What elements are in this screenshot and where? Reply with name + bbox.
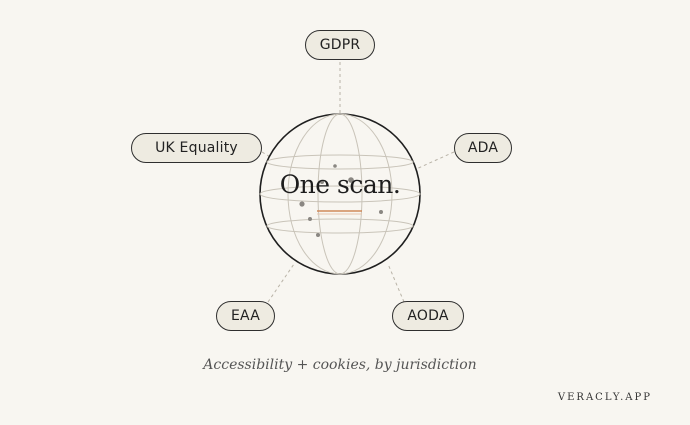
node-uk-equality: UK Equality (131, 133, 262, 163)
globe-dot (316, 233, 320, 237)
node-eaa: EAA (216, 301, 275, 331)
connector-ada (413, 151, 455, 171)
diagram-caption: Accessibility + cookies, by jurisdiction (203, 357, 477, 373)
node-gdpr: GDPR (305, 30, 375, 60)
globe-dot (333, 164, 337, 168)
globe-dot (320, 180, 324, 184)
node-aoda: AODA (392, 301, 464, 331)
connector-eaa (267, 263, 295, 303)
connector-aoda (387, 263, 405, 303)
connector-uk-equality (261, 151, 273, 159)
node-ada: ADA (454, 133, 512, 163)
globe-dot (348, 177, 354, 183)
brand-footer: VERACLY.APP (557, 392, 652, 403)
globe-dot (308, 217, 312, 221)
globe-dot (299, 201, 305, 207)
center-label: One scan. (279, 170, 401, 199)
globe-icon (259, 113, 421, 275)
globe-dot (379, 210, 383, 214)
